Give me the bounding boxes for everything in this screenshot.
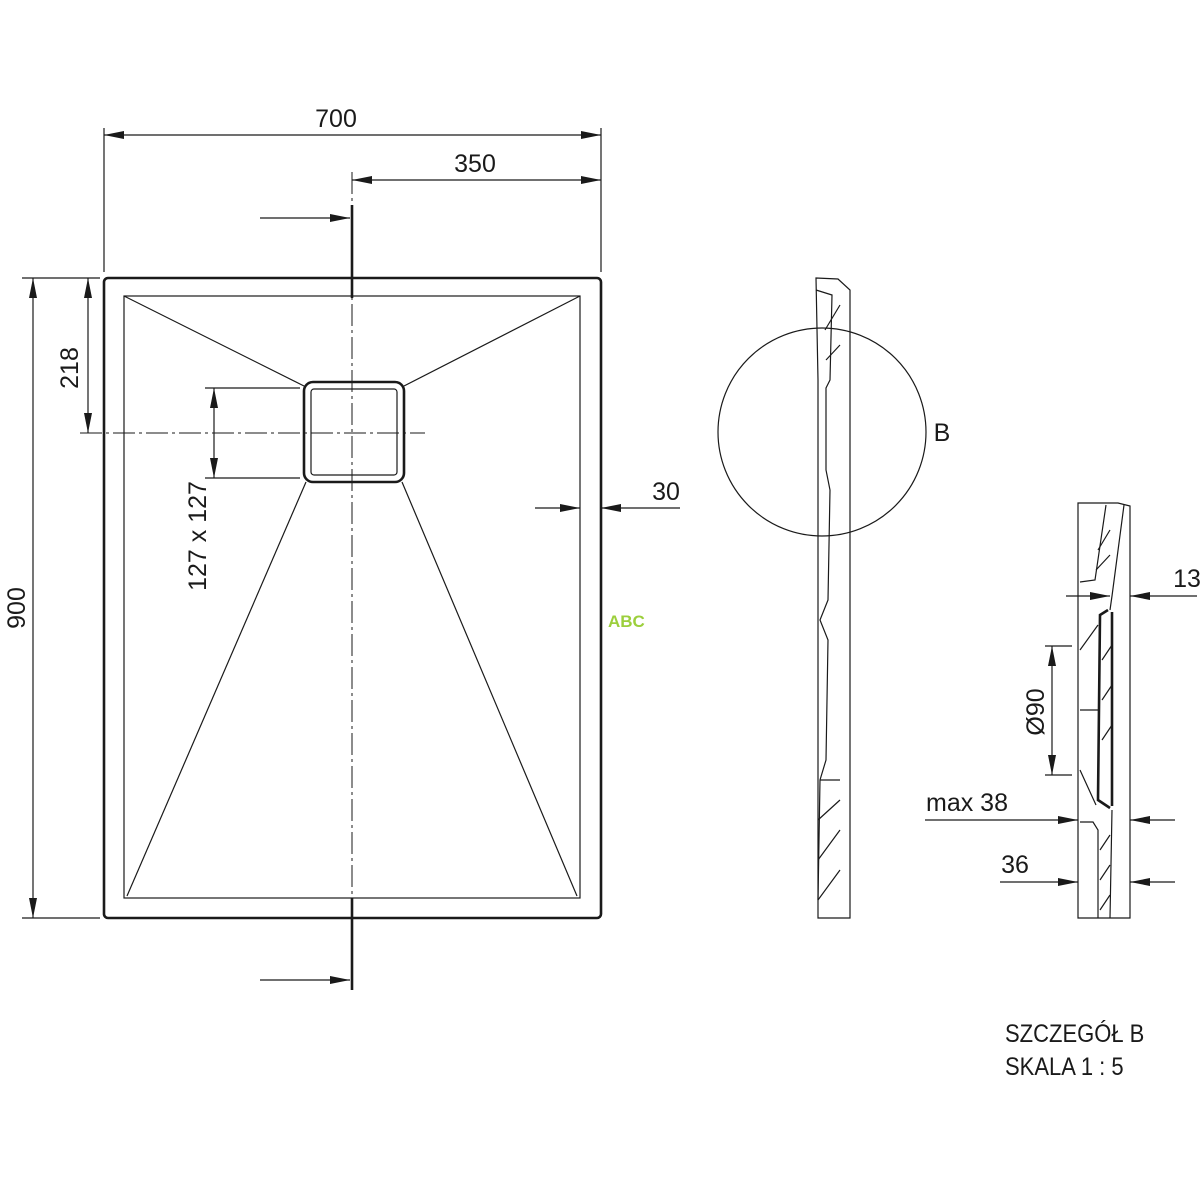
dim-outlet-diameter: Ø90 <box>1022 688 1050 735</box>
detail-title: SZCZEGÓŁ B <box>1005 1020 1145 1048</box>
section-view: B <box>717 277 951 919</box>
scale-note: SKALA 1 : 5 <box>1005 1053 1124 1081</box>
dim-218: 218 <box>56 347 84 389</box>
drain-inner <box>310 388 398 476</box>
slope-line <box>123 295 305 387</box>
dim-36: 36 <box>1001 851 1029 879</box>
dim-30: 30 <box>652 478 680 506</box>
slope-line <box>401 481 578 897</box>
drain-outer <box>302 380 406 484</box>
detail-circle <box>717 327 927 537</box>
plan-view: 700 350 900 218 127 x 127 30 <box>3 105 680 990</box>
dim-900: 900 <box>3 587 31 629</box>
watermark-logo: ABC <box>608 612 645 631</box>
slope-line <box>126 481 307 897</box>
detail-callout: B <box>934 419 951 447</box>
dim-max-38: max 38 <box>926 789 1008 817</box>
dim-13: 13 <box>1173 565 1200 593</box>
dim-700: 700 <box>315 105 357 133</box>
dim-127x127: 127 x 127 <box>184 481 212 591</box>
slope-line <box>403 295 581 387</box>
detail-b-view: 13 Ø90 max 38 36 <box>925 502 1200 919</box>
dim-350: 350 <box>454 150 496 178</box>
